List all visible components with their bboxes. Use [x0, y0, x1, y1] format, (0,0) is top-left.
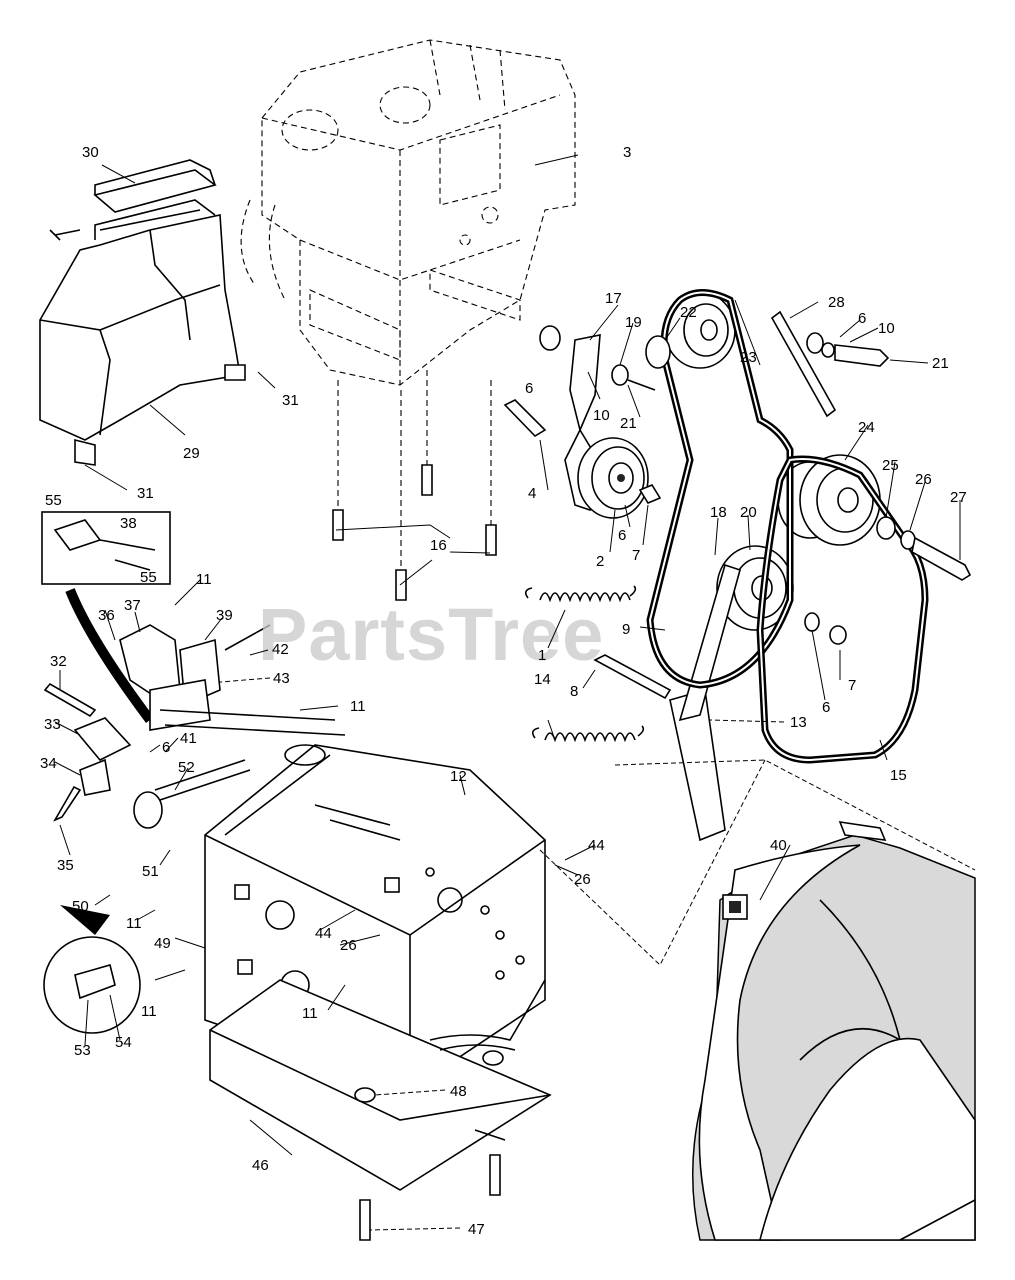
callout-28: 28	[828, 294, 845, 311]
drive-belt-9	[646, 289, 794, 689]
callout-35: 35	[57, 857, 74, 874]
spring-14	[531, 725, 645, 743]
rod-12	[429, 979, 546, 1051]
callout-54: 54	[115, 1034, 132, 1051]
callout-39: 39	[216, 607, 233, 624]
idler-arm-12	[669, 563, 741, 842]
callout-18: 18	[710, 504, 727, 521]
callout-15: 15	[890, 767, 907, 784]
callout-6: 6	[525, 380, 533, 397]
bolts-47-48	[354, 1050, 504, 1241]
callout-21: 21	[932, 355, 949, 372]
callout-41: 41	[180, 730, 197, 747]
bottom-plate-46	[209, 979, 552, 1191]
callout-2: 2	[596, 553, 604, 570]
detail-circle-53-54	[43, 936, 141, 1034]
callout-11: 11	[141, 1003, 157, 1020]
callout-23: 23	[740, 349, 757, 366]
callout-53: 53	[74, 1042, 91, 1059]
callout-12: 12	[450, 768, 467, 785]
callout-26: 26	[915, 471, 932, 488]
cover-lid	[49, 159, 217, 241]
callout-24: 24	[858, 419, 875, 436]
callout-52: 52	[178, 759, 195, 776]
callout-46: 46	[252, 1157, 269, 1174]
callout-32: 32	[50, 653, 67, 670]
callout-7: 7	[632, 547, 640, 564]
callout-44: 44	[588, 837, 605, 854]
detail-box-55	[41, 511, 171, 585]
callout-17: 17	[605, 290, 622, 307]
engine-outline	[240, 39, 576, 386]
callout-51: 51	[142, 863, 159, 880]
callout-37: 37	[124, 597, 141, 614]
bolts-16	[332, 370, 497, 601]
callout-6: 6	[858, 310, 866, 327]
callout-55: 55	[45, 492, 62, 509]
callout-33: 33	[44, 716, 61, 733]
shift-bracket-37-39	[119, 624, 271, 731]
callout-11: 11	[302, 1005, 318, 1022]
lever-belt-guide	[60, 588, 155, 935]
callout-11: 11	[350, 698, 366, 715]
callout-43: 43	[273, 670, 290, 687]
callout-7: 7	[848, 677, 856, 694]
callout-31: 31	[137, 485, 154, 502]
callout-10: 10	[593, 407, 610, 424]
callout-29: 29	[183, 445, 200, 462]
callout-6: 6	[162, 739, 170, 756]
axle-shaft	[133, 709, 346, 829]
callout-40: 40	[770, 837, 787, 854]
linkage-32-35	[43, 682, 132, 822]
callout-49: 49	[154, 935, 171, 952]
callout-48: 48	[450, 1083, 467, 1100]
watermark: PartsTree	[258, 593, 604, 676]
callout-20: 20	[740, 504, 757, 521]
callout-1: 1	[538, 647, 546, 664]
callout-4: 4	[528, 485, 536, 502]
callout-3: 3	[623, 144, 631, 161]
callout-19: 19	[625, 314, 642, 331]
callout-6: 6	[618, 527, 626, 544]
callout-47: 47	[468, 1221, 485, 1238]
callout-55: 55	[140, 569, 157, 586]
callout-16: 16	[430, 537, 447, 554]
callout-14: 14	[534, 671, 551, 688]
auger-housing	[539, 759, 976, 1241]
belt-cover	[39, 199, 246, 466]
callout-38: 38	[120, 515, 137, 532]
callout-36: 36	[98, 607, 115, 624]
callout-26: 26	[574, 871, 591, 888]
callout-25: 25	[882, 457, 899, 474]
callout-10: 10	[878, 320, 895, 337]
callout-42: 42	[272, 641, 289, 658]
callout-26: 26	[340, 937, 357, 954]
callout-22: 22	[680, 304, 697, 321]
callout-21: 21	[620, 415, 637, 432]
callout-31: 31	[282, 392, 299, 409]
callout-44: 44	[315, 925, 332, 942]
callout-8: 8	[570, 683, 578, 700]
callout-50: 50	[72, 898, 89, 915]
callout-34: 34	[40, 755, 57, 772]
callout-11: 11	[196, 571, 212, 588]
callout-30: 30	[82, 144, 99, 161]
leader-lines	[54, 154, 961, 1231]
callout-11: 11	[126, 915, 142, 932]
callout-labels: 3 30 31 29 31 17 19 22 6 10 21 23 28 6 1…	[40, 144, 967, 1238]
callout-6: 6	[822, 699, 830, 716]
callout-9: 9	[622, 621, 630, 638]
spring-1	[524, 585, 637, 603]
auger-belt-15	[756, 455, 929, 764]
idler-pulley-2	[577, 437, 649, 519]
callout-13: 13	[790, 714, 807, 731]
callout-27: 27	[950, 489, 967, 506]
